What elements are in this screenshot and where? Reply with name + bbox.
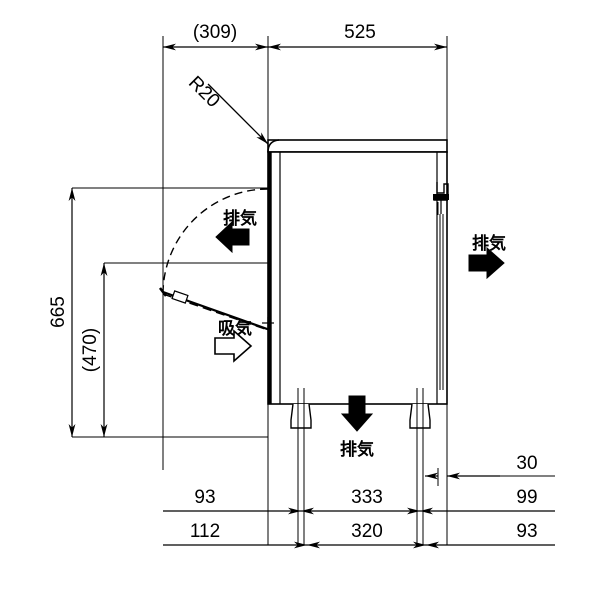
intake-label: 吸気 — [218, 318, 252, 339]
dim-470-label: (470) — [80, 328, 101, 372]
bottom-dimension-row-2: 112 320 93 — [163, 521, 555, 549]
left-dimension-665: 665 — [48, 188, 76, 437]
bottom-dimension-row-1: 93 333 99 — [163, 487, 555, 515]
cabinet-legs — [290, 388, 431, 545]
arrow-right-outline-icon — [214, 329, 253, 363]
exhaust-right-label: 排気 — [472, 233, 506, 254]
dim-320-label: 320 — [351, 521, 383, 542]
dim-333-label: 333 — [351, 487, 383, 508]
airflow-intake-front: 吸気 — [214, 318, 253, 363]
dim-525-label: 525 — [344, 22, 376, 43]
dim-30-label: 30 — [516, 453, 537, 474]
dim-665-label: 665 — [48, 296, 69, 328]
arrow-right-solid-icon — [468, 246, 505, 280]
r20-label: R20 — [184, 72, 223, 111]
dim-309-label: (309) — [193, 22, 237, 43]
dim-99-label: 99 — [516, 487, 537, 508]
radius-leader: R20 — [184, 72, 269, 145]
dim-93-upper-label: 93 — [194, 487, 215, 508]
dim-93-lower-label: 93 — [516, 521, 537, 542]
right-dimension-30: 30 — [425, 453, 555, 486]
airflow-exhaust-right: 排気 — [468, 233, 506, 280]
arrow-down-solid-icon — [340, 395, 374, 432]
top-dimension-row: (309) 525 — [163, 22, 447, 51]
door-swing-arc — [158, 188, 274, 332]
airflow-exhaust-left: 排気 — [215, 208, 257, 254]
left-dimension-470: (470) — [80, 263, 108, 437]
exhaust-bottom-label: 排気 — [340, 439, 374, 460]
cabinet-body — [267, 139, 448, 405]
door-handle — [433, 182, 449, 390]
airflow-exhaust-bottom: 排気 — [340, 395, 374, 460]
dim-112-label: 112 — [190, 521, 220, 542]
arrow-left-solid-icon — [215, 220, 250, 254]
